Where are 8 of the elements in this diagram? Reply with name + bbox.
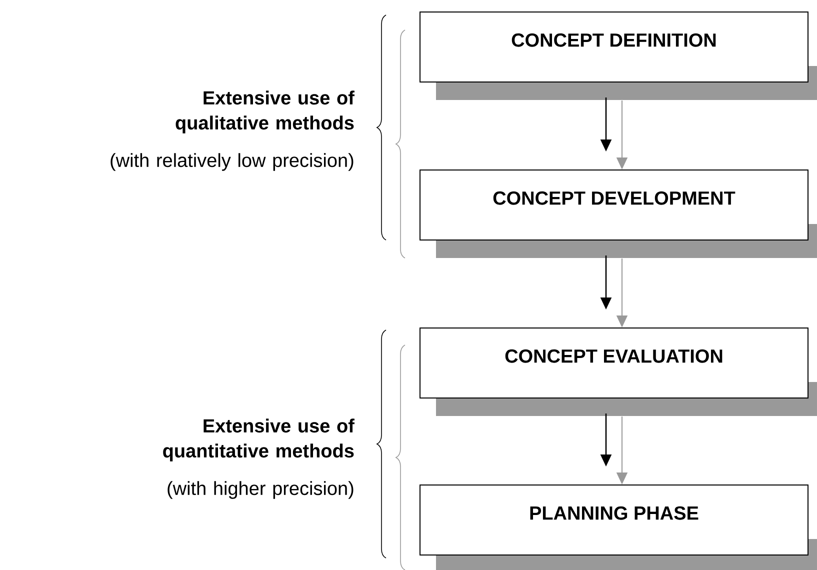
side-note: Extensive use of quantitative methods [163,418,354,462]
process-box: CONCEPT DEVELOPMENT [420,170,817,258]
process-box: CONCEPT EVALUATION [420,328,817,416]
side-note: (with higher precision) [168,481,354,499]
side-note: (with relatively low precision) [110,153,354,171]
process-box: CONCEPT DEFINITION [420,12,817,100]
side-note: Extensive use of qualitative methods [176,90,354,134]
process-box: PLANNING PHASE [420,484,817,570]
